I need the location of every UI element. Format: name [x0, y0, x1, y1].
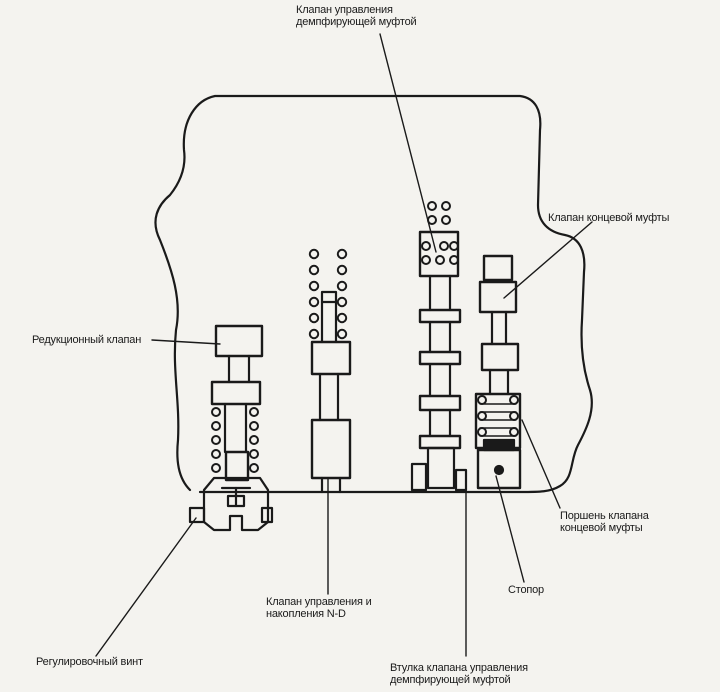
damper-clutch-control-valve-assembly [410, 201, 468, 492]
label-damper-control-valve: Клапан управления демпфирующей муфтой [296, 4, 417, 28]
leader-damper-control-valve [379, 33, 437, 253]
label-reducing-valve: Редукционный клапан [32, 334, 142, 346]
leader-reducing-valve [151, 339, 221, 345]
leader-adjusting-screw [95, 517, 197, 657]
leader-stopper [495, 475, 525, 583]
leader-lines [95, 33, 593, 657]
label-damper-control-valve-sleeve: Втулка клапана управления демпфирующей м… [390, 662, 528, 686]
valve-body-outline [154, 94, 593, 494]
label-end-clutch-valve: Клапан концевой муфты [548, 212, 670, 224]
label-adjusting-screw: Регулировочный винт [36, 656, 143, 668]
leader-end-clutch-piston [521, 419, 561, 509]
nd-accumulator-valve-assembly [308, 248, 352, 494]
reducing-valve-assembly [188, 324, 274, 532]
label-end-clutch-valve-piston: Поршень клапана концевой муфты [560, 510, 649, 534]
label-stopper: Стопор [508, 584, 544, 596]
label-nd-control-accumulator-valve: Клапан управления и накопления N-D [266, 596, 372, 620]
end-clutch-valve-assembly [474, 254, 522, 490]
leader-end-clutch-valve [503, 221, 593, 299]
